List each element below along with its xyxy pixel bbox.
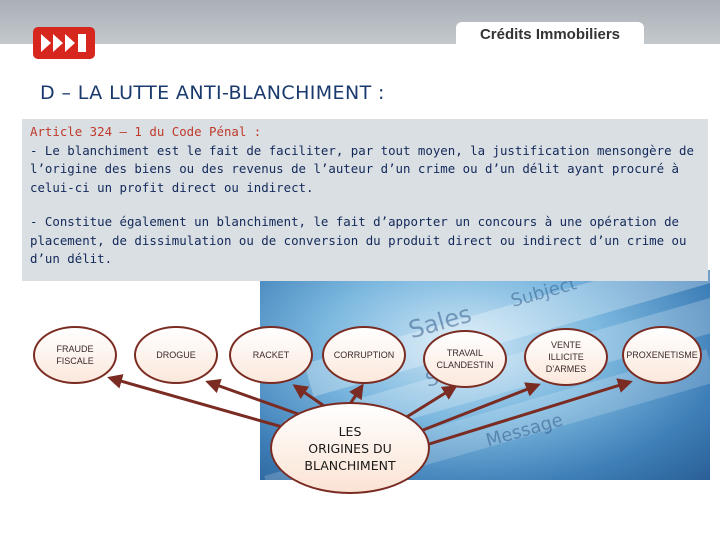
arrow	[348, 383, 364, 405]
origin-proxenetisme: PROXENETISME	[622, 326, 702, 384]
article-paragraph-1: - Le blanchiment est le fait de facilite…	[30, 142, 694, 195]
arrow	[425, 378, 633, 447]
section-tab[interactable]: Crédits Immobiliers	[456, 22, 644, 46]
article-box: Article 324 – 1 du Code Pénal : - Le bla…	[22, 119, 708, 281]
origin-vente-illicite-armes: VENTE ILLICITE D’ARMES	[524, 328, 608, 386]
page-title: D – LA LUTTE ANTI-BLANCHIMENT :	[40, 82, 385, 104]
center-origins-ellipse: LES ORIGINES DU BLANCHIMENT	[270, 402, 430, 494]
arrow	[417, 382, 541, 434]
arrow	[404, 385, 458, 420]
article-paragraph-2: - Constitue également un blanchiment, le…	[30, 214, 687, 266]
origin-travail-clandestin: TRAVAIL CLANDESTIN	[423, 330, 507, 388]
origin-racket: RACKET	[229, 326, 313, 384]
logo-icon	[33, 27, 95, 59]
article-heading: Article 324 – 1 du Code Pénal :	[30, 124, 262, 139]
origin-corruption: CORRUPTION	[322, 326, 406, 384]
arrow	[107, 374, 301, 434]
origin-drogue: DROGUE	[134, 326, 218, 384]
origin-fraude-fiscale: FRAUDE FISCALE	[33, 326, 117, 384]
